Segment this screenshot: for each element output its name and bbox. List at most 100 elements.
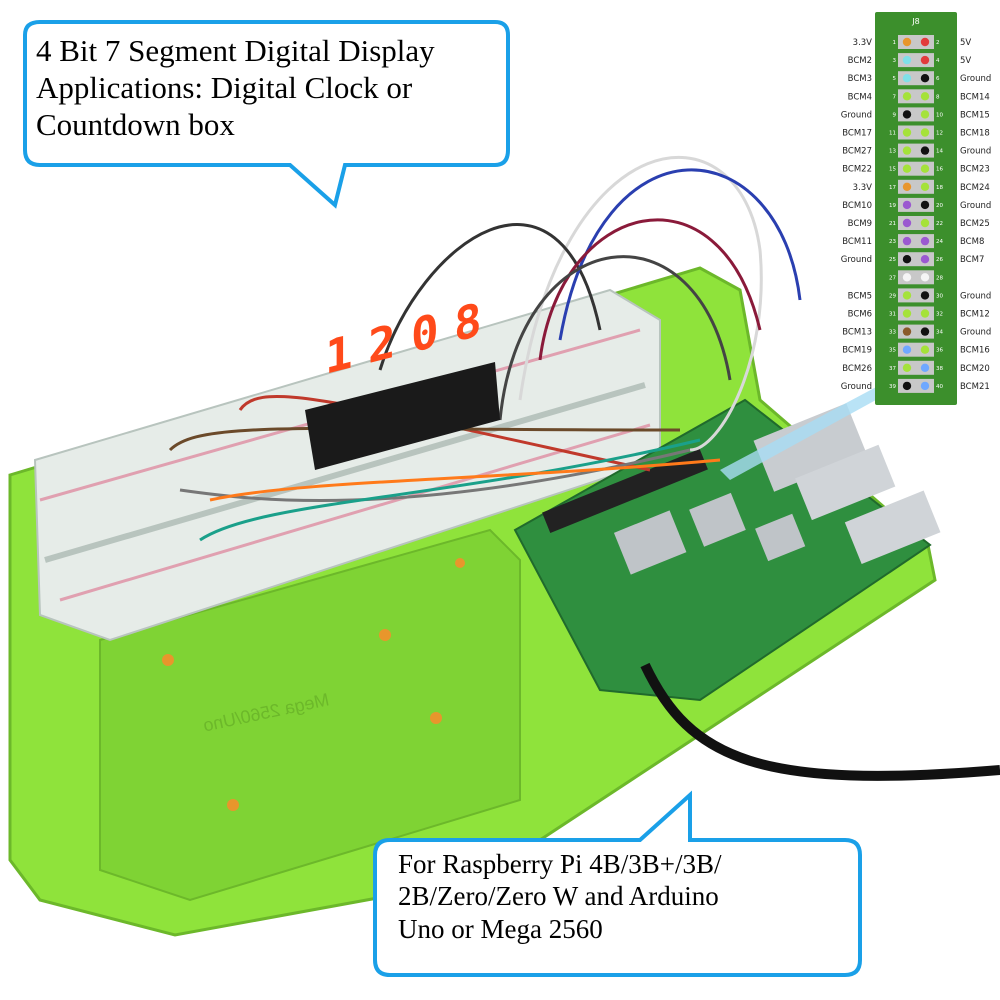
pin-number: 9	[893, 112, 897, 118]
gpio-pin-dot	[902, 273, 912, 282]
pin-number: 21	[889, 221, 896, 227]
callout-bottom	[373, 790, 862, 977]
pin-label-right: Ground	[960, 291, 991, 301]
pin-label-right: BCM7	[960, 255, 984, 265]
callout-top	[23, 20, 510, 209]
pin-label-left: BCM22	[842, 165, 872, 175]
pinout-pointer	[720, 385, 885, 480]
breadboard	[33, 288, 661, 642]
pin-number: 2	[936, 40, 940, 46]
pin-label-right: Ground	[960, 201, 991, 211]
gpio-pin-dot	[902, 291, 912, 300]
pin-number: 25	[889, 257, 896, 263]
pin-number: 7	[893, 94, 897, 100]
pin-label-left: BCM4	[848, 92, 872, 102]
callout-top-line: 4 Bit 7 Segment Digital Display	[36, 33, 435, 68]
gpio-pin-dot	[902, 218, 912, 228]
pin-number: 18	[936, 185, 943, 191]
pin-label-left: Ground	[841, 255, 872, 265]
gpio-pin-dot	[902, 74, 912, 83]
pin-label-right: Ground	[960, 74, 991, 84]
pin-number: 26	[936, 257, 943, 263]
gpio-pin-dot	[920, 200, 930, 210]
pin-number: 6	[936, 76, 940, 82]
pin-number: 27	[889, 275, 896, 281]
display-digit: 1	[325, 326, 353, 386]
pin-number: 1	[893, 40, 897, 46]
pin-number: 20	[936, 203, 943, 209]
pin-label-right: BCM20	[960, 364, 990, 374]
gpio-pin-dot	[902, 37, 912, 47]
pin-label-left: 3.3V	[853, 38, 873, 48]
pin-label-left: BCM19	[842, 346, 872, 356]
raspberry-pi-board	[513, 398, 941, 702]
pin-label-right: Ground	[960, 328, 991, 338]
gpio-pin-dot	[920, 128, 930, 137]
pin-label-left: BCM17	[842, 129, 872, 139]
pin-label-right: Ground	[960, 147, 991, 157]
seven-segment-display: 1 2 0 8	[305, 294, 500, 470]
gpio-pin-dot	[920, 182, 930, 191]
mount-tray	[99, 528, 521, 902]
pin-number: 33	[889, 330, 896, 336]
gpio-pin-dot	[920, 255, 930, 264]
callout-bottom-line: For Raspberry Pi 4B/3B+/3B/	[398, 849, 722, 879]
usb-c-power-cable	[640, 662, 1000, 781]
pin-number: 11	[889, 131, 896, 137]
pin-number: 24	[936, 239, 943, 245]
gpio-pin-dot	[920, 363, 930, 372]
pin-number: 14	[936, 149, 943, 155]
usb-port	[795, 444, 896, 521]
display-digit: 8	[454, 294, 482, 354]
pin-number: 32	[936, 312, 943, 318]
gpio-pin-dot	[902, 309, 912, 318]
gpio-pin-dot	[902, 182, 912, 191]
pin-label-left: Ground	[841, 110, 872, 120]
pin-number: 22	[936, 221, 943, 227]
pin-number: 37	[889, 366, 896, 372]
gpio-pin-dot	[920, 110, 930, 119]
gpio-pin-dot	[902, 255, 912, 264]
pin-number: 36	[936, 348, 943, 354]
pin-label-right: BCM12	[960, 310, 990, 320]
gpio-pin-dot	[902, 164, 912, 173]
pin-number: 15	[889, 167, 896, 173]
mount-screw	[430, 712, 442, 724]
pin-label-right: 5V	[960, 56, 971, 66]
gpio-pin-dot	[920, 74, 930, 83]
pin-number: 13	[889, 149, 896, 155]
pin-label-left: BCM2	[848, 56, 872, 66]
callout-bottom-text: For Raspberry Pi 4B/3B+/3B/2B/Zero/Zero …	[398, 848, 848, 945]
gpio-pin-dot	[920, 218, 930, 228]
gpio-pin-dot	[920, 345, 930, 354]
display-digit: 2	[368, 315, 396, 375]
heatsink	[755, 513, 806, 562]
gpio-pin-dot	[902, 128, 912, 137]
pin-number: 28	[936, 275, 943, 281]
pin-label-left: BCM6	[848, 310, 872, 320]
pin-number: 38	[936, 366, 943, 372]
gpio-pin-dot	[902, 381, 912, 391]
gpio-pin-dot	[902, 236, 912, 246]
pin-number: 35	[889, 348, 896, 354]
gpio-pin-dot	[920, 92, 930, 101]
gpio-pin-dot	[920, 291, 930, 300]
heatsink	[613, 510, 687, 575]
pin-label-left: Ground	[841, 382, 872, 392]
pin-label-left: BCM9	[848, 219, 872, 229]
pin-label-right: BCM8	[960, 237, 984, 247]
gpio-pin-dot	[902, 55, 912, 65]
pin-number: 29	[889, 293, 896, 299]
pin-label-left: 3.3V	[853, 183, 873, 193]
mount-screw	[379, 629, 391, 641]
gpio-pin-dot	[902, 345, 912, 354]
pin-label-right: BCM25	[960, 219, 990, 229]
gpio-pin-dot	[920, 146, 930, 155]
pin-number: 39	[889, 384, 896, 390]
pin-number: 3	[893, 58, 897, 64]
gpio-pin-dot	[920, 55, 930, 65]
gpio-pin-dot	[920, 37, 930, 47]
ethernet-port	[753, 403, 867, 492]
pin-number: 17	[889, 185, 896, 191]
